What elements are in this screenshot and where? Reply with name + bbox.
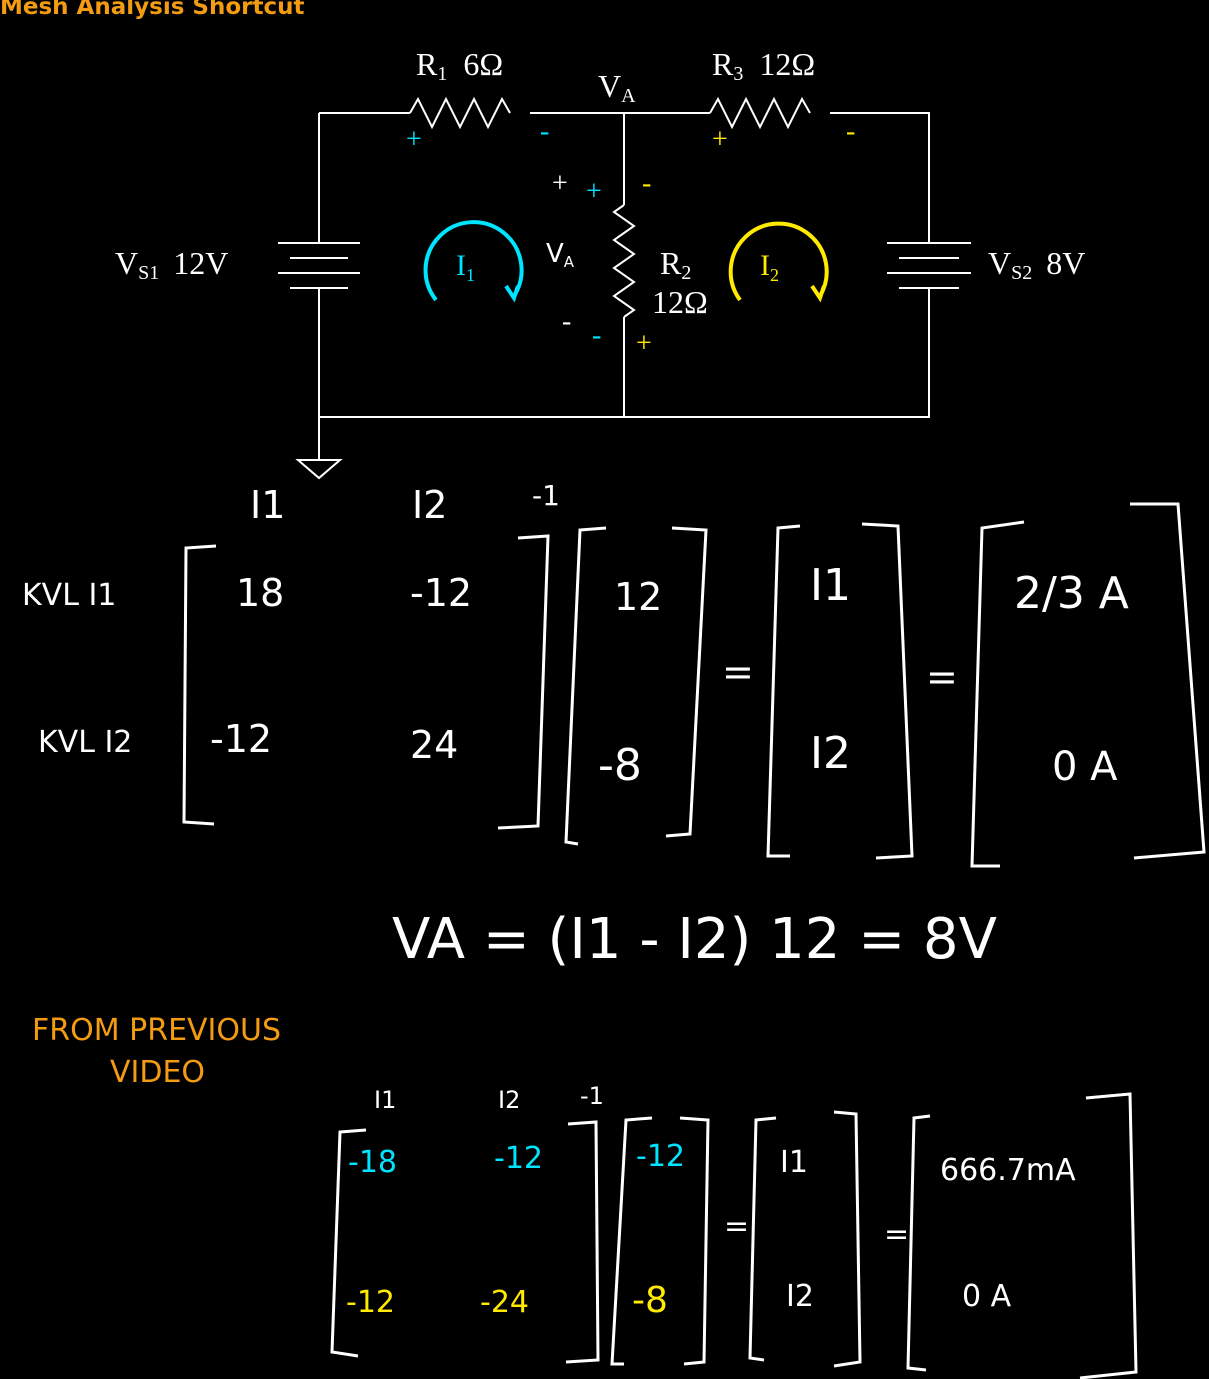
resistor-r3 bbox=[709, 96, 811, 130]
m2-result-1: 666.7mA bbox=[940, 1153, 1076, 1188]
m1-source-1: 12 bbox=[614, 575, 662, 619]
previous-video-note: FROM PREVIOUS VIDEO bbox=[32, 1013, 281, 1090]
m1-result-2: 0 A bbox=[1052, 744, 1118, 790]
matrix-2-brackets bbox=[330, 1092, 1138, 1379]
m2-coef-21: -12 bbox=[346, 1285, 395, 1320]
mesh1-label: I1 bbox=[456, 249, 475, 285]
m1-coef-22: 24 bbox=[410, 723, 458, 767]
r2-plus-mesh2: + bbox=[636, 328, 652, 359]
r1-plus: + bbox=[406, 124, 422, 155]
m1-coef-21: -12 bbox=[210, 717, 272, 761]
mesh2-label: I2 bbox=[760, 249, 779, 285]
r2-minus-mesh1: - bbox=[592, 320, 601, 351]
r2-label: R2 bbox=[660, 245, 691, 284]
m2-col-header-i1: I1 bbox=[374, 1086, 396, 1114]
m1-row-header-kvl2: KVL I2 bbox=[38, 725, 132, 760]
m2-coef-11: -18 bbox=[348, 1145, 397, 1180]
note-line-1: FROM PREVIOUS bbox=[32, 1013, 281, 1048]
m2-unknown-2: I2 bbox=[786, 1279, 814, 1314]
m1-eq-2: = bbox=[926, 655, 958, 699]
resistor-r1 bbox=[409, 96, 511, 130]
wire-top-right bbox=[830, 112, 930, 243]
m1-col-header-i1: I1 bbox=[250, 483, 285, 527]
r2-minus-mesh2: - bbox=[642, 168, 651, 199]
m1-unknown-1: I1 bbox=[810, 560, 851, 611]
m1-result-1: 2/3 A bbox=[1014, 568, 1129, 619]
matrix-1-brackets bbox=[182, 502, 1206, 868]
note-line-2: VIDEO bbox=[110, 1055, 205, 1090]
m1-row-header-kvl1: KVL I1 bbox=[22, 578, 116, 613]
m2-unknown-1: I1 bbox=[780, 1145, 808, 1180]
m2-coef-12: -12 bbox=[494, 1141, 543, 1176]
m2-col-header-neg1: -1 bbox=[580, 1082, 604, 1110]
ground-symbol bbox=[295, 459, 343, 480]
m1-col-header-i2: I2 bbox=[412, 483, 447, 527]
m2-source-1: -12 bbox=[636, 1139, 685, 1174]
node-va-label: VA bbox=[598, 68, 636, 107]
va-handwritten: VA bbox=[546, 239, 575, 271]
mesh1-arrow-icon bbox=[423, 220, 524, 302]
matrix-1: I1 I2 -1 KVL I1 KVL I2 18 -12 -12 24 12 … bbox=[22, 479, 1129, 791]
r3-plus: + bbox=[712, 124, 728, 155]
matrix-2: I1 I2 -1 -18 -12 -12 -24 -12 -8 = I1 I2 … bbox=[346, 1082, 1076, 1321]
r1-minus: - bbox=[540, 116, 549, 147]
resistor-r2 bbox=[612, 204, 636, 318]
m1-col-header-neg1: -1 bbox=[532, 479, 560, 512]
m1-eq-1: = bbox=[722, 650, 754, 694]
page-title: Mesh Analysis Shortcut bbox=[0, 0, 305, 20]
m2-eq-1: = bbox=[724, 1209, 749, 1244]
va-equation: VA = (I1 - I2) 12 = 8V bbox=[392, 907, 997, 972]
r3-minus: - bbox=[846, 116, 855, 147]
m2-coef-22: -24 bbox=[480, 1285, 529, 1320]
m2-source-2: -8 bbox=[632, 1280, 668, 1321]
battery-vs1 bbox=[278, 242, 360, 289]
m2-col-header-i2: I2 bbox=[498, 1086, 520, 1114]
m2-result-2: 0 A bbox=[962, 1279, 1012, 1314]
m1-unknown-2: I2 bbox=[810, 728, 851, 779]
r2-value: 12Ω bbox=[652, 284, 708, 320]
r2-plus-mesh1: + bbox=[586, 176, 602, 207]
va-plus: + bbox=[552, 168, 568, 199]
m1-coef-11: 18 bbox=[236, 571, 284, 615]
battery-vs2 bbox=[887, 242, 971, 289]
circuit-schematic bbox=[278, 96, 971, 480]
va-minus: - bbox=[562, 306, 571, 337]
m1-coef-12: -12 bbox=[410, 571, 472, 615]
mesh2-arrow-icon bbox=[728, 221, 829, 302]
m1-source-2: -8 bbox=[598, 740, 642, 791]
m2-eq-2: = bbox=[884, 1217, 909, 1252]
